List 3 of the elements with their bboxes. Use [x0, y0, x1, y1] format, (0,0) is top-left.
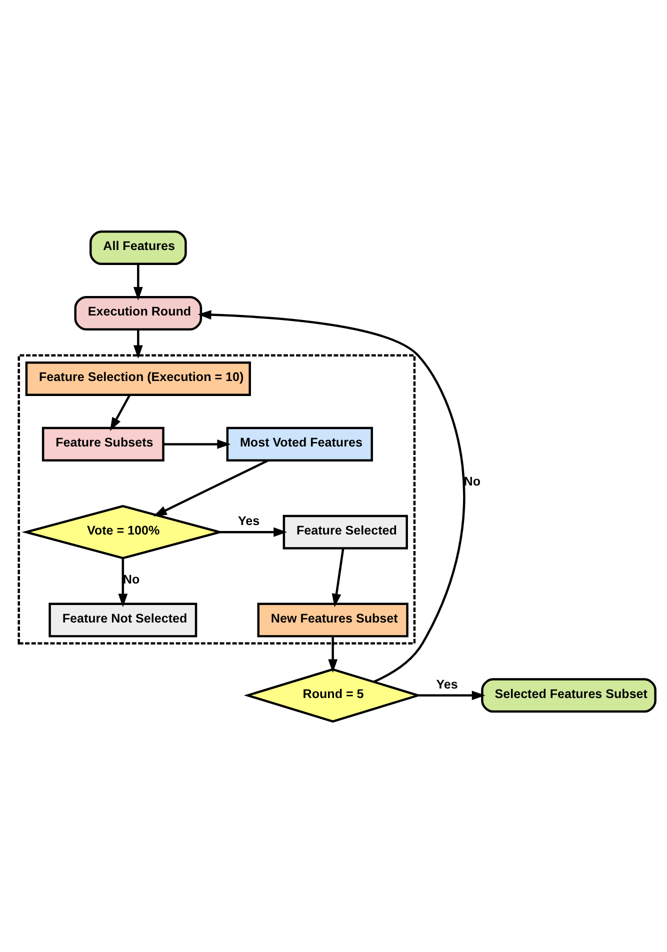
- edge-label: Yes: [436, 676, 458, 691]
- edge-label: No: [464, 474, 481, 488]
- edge-label: Yes: [238, 514, 260, 528]
